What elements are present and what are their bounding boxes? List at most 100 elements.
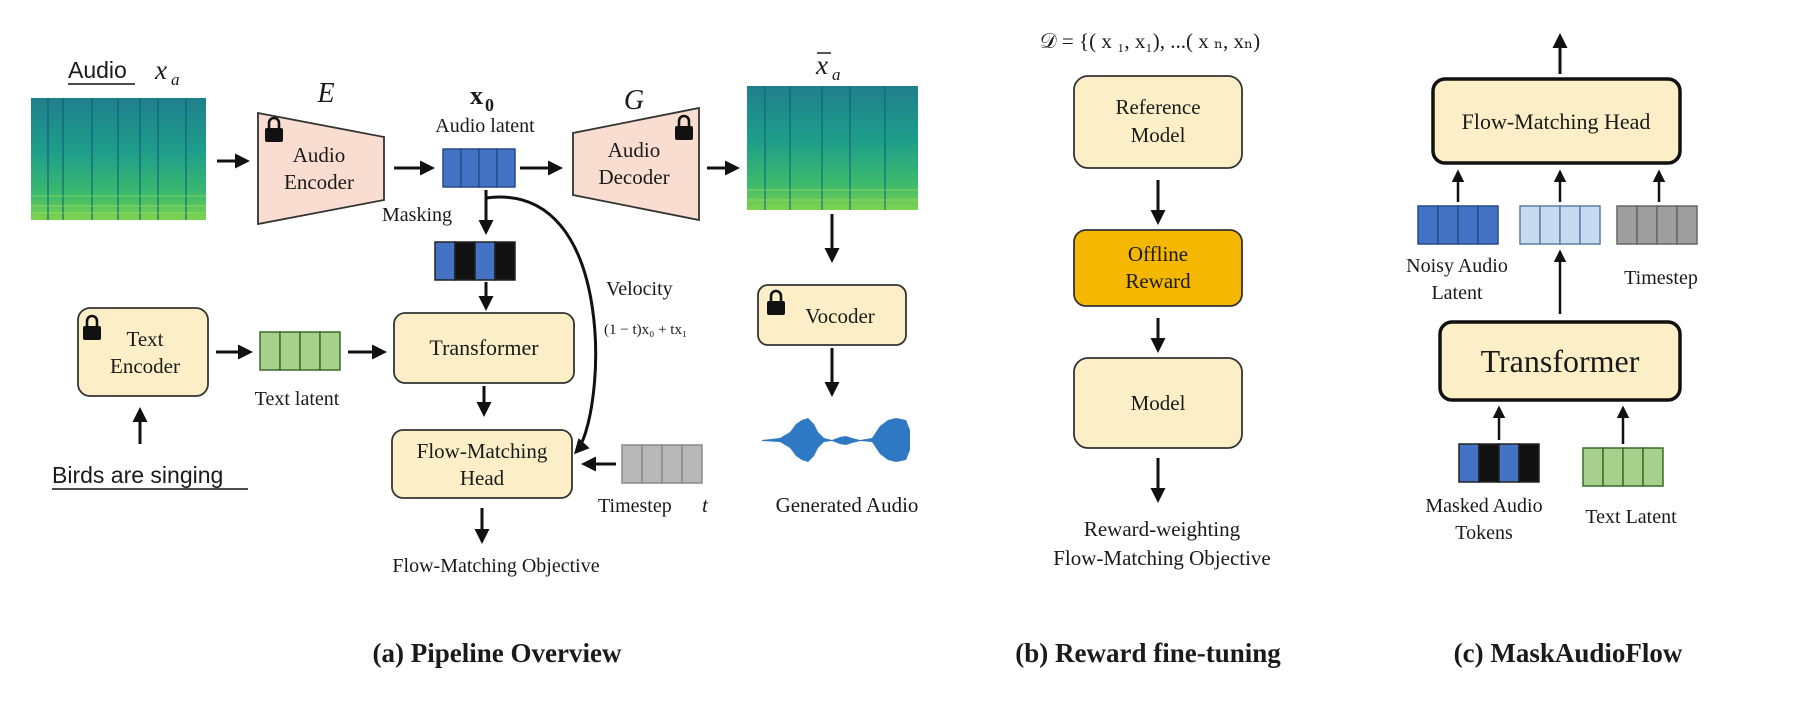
masked-token [474, 241, 496, 281]
timestep-token [681, 444, 703, 484]
text-latent-tokens [259, 331, 341, 371]
waveform-image [762, 418, 910, 462]
text-token [299, 331, 321, 371]
flow-matching-head-box [391, 429, 573, 499]
mask-fm-head-box [1431, 77, 1682, 165]
masked-token [454, 241, 476, 281]
vocoder-label: Vocoder [805, 304, 875, 328]
masking-label: Masking [382, 204, 452, 226]
fm-head-line1: Flow-Matching [417, 439, 548, 463]
transformer-box [393, 312, 575, 384]
audio-symbol: x [154, 55, 167, 85]
text-token [319, 331, 341, 371]
audio-latent-label: Audio latent [435, 115, 535, 137]
mask-input-token [1458, 443, 1480, 483]
maskaudioflow-caption: (c) MaskAudioFlow [1454, 638, 1683, 668]
dataset-formula: 𝒟 = {( x ₁, x₁), ...( x ₙ, xₙ) [1040, 29, 1260, 53]
reward-panel: 𝒟 = {( x ₁, x₁), ...( x ₙ, xₙ) Reference… [1015, 29, 1281, 668]
timestep-token [661, 444, 683, 484]
reference-line1: Reference [1115, 95, 1200, 119]
audio-encoder-line1: Audio [293, 143, 346, 167]
predicted-latent-tokens [1519, 205, 1601, 245]
noisy-token [1457, 205, 1479, 245]
timestep-label: Timestep [598, 495, 672, 517]
pipeline-panel: Audio x a Audio Encoder E x 0 Audio late… [31, 50, 918, 668]
fm-objective-label: Flow-Matching Objective [392, 555, 599, 577]
audio-decoder-line2: Decoder [598, 165, 669, 189]
latent-symbol-sub: 0 [485, 95, 494, 115]
audio-decoder-box [572, 106, 700, 222]
reference-model-box [1073, 75, 1243, 169]
generated-audio-label: Generated Audio [776, 493, 919, 517]
maskaudioflow-panel: Flow-Matching Head Noisy Audio Latent Ti… [1406, 33, 1698, 668]
timestep-token [621, 444, 643, 484]
noisy-line2: Latent [1431, 282, 1483, 304]
latent-token [442, 148, 462, 188]
audio-label: Audio [68, 57, 127, 83]
offline-reward-box [1073, 229, 1243, 307]
light-token [1579, 205, 1601, 245]
light-token [1559, 205, 1581, 245]
light-token [1539, 205, 1561, 245]
mask-timestep-token [1636, 205, 1658, 245]
masked-line1: Masked Audio [1425, 495, 1542, 517]
encoder-symbol: E [316, 78, 334, 109]
mask-input-token [1518, 443, 1540, 483]
model-box [1073, 357, 1243, 449]
mask-input-token [1498, 443, 1520, 483]
mask-input-token [1478, 443, 1500, 483]
text-token [259, 331, 281, 371]
mask-fm-head-label: Flow-Matching Head [1462, 109, 1651, 134]
latent-symbol: x [470, 81, 483, 110]
mask-text-token [1642, 447, 1664, 487]
audio-symbol-sub: a [171, 70, 180, 89]
reward-objective-line2: Flow-Matching Objective [1053, 546, 1271, 570]
mask-transformer-box [1438, 320, 1682, 402]
latent-token [496, 148, 516, 188]
mask-transformer-label: Transformer [1481, 343, 1640, 379]
latent-token [478, 148, 498, 188]
audio-encoder-line2: Encoder [284, 170, 354, 194]
noisy-token [1417, 205, 1439, 245]
mask-timestep-token [1616, 205, 1638, 245]
reward-objective-line1: Reward-weighting [1084, 517, 1241, 541]
timestep-token [641, 444, 663, 484]
noisy-token [1437, 205, 1459, 245]
timestep-symbol: t [702, 493, 709, 517]
latent-token [460, 148, 480, 188]
mask-timestep-token [1656, 205, 1678, 245]
timestep-tokens [621, 444, 703, 484]
model-label: Model [1131, 391, 1186, 415]
text-encoder-box [77, 307, 209, 397]
pipeline-caption: (a) Pipeline Overview [373, 638, 622, 668]
velocity-label: Velocity [606, 278, 673, 300]
text-token [279, 331, 301, 371]
noisy-token [1477, 205, 1499, 245]
reference-line2: Model [1131, 123, 1186, 147]
mask-timestep-token [1676, 205, 1698, 245]
text-latent-label: Text latent [255, 388, 340, 410]
mask-text-latent-label: Text Latent [1585, 506, 1677, 528]
output-symbol-sub: a [832, 65, 841, 84]
output-symbol: x [815, 50, 828, 80]
vocoder-box [757, 284, 907, 346]
mask-timestep-tokens [1616, 205, 1698, 245]
offline-line2: Reward [1125, 269, 1191, 293]
mask-text-token [1602, 447, 1624, 487]
velocity-arrow [485, 195, 598, 455]
input-spectrogram-image [31, 98, 206, 220]
prompt-text: Birds are singing [52, 462, 223, 488]
offline-line1: Offline [1128, 242, 1188, 266]
reward-caption: (b) Reward fine-tuning [1015, 638, 1281, 668]
masked-tokens [434, 241, 516, 281]
mask-text-token [1582, 447, 1604, 487]
noisy-latent-tokens [1417, 205, 1499, 245]
masked-line2: Tokens [1455, 522, 1513, 544]
transformer-label: Transformer [429, 335, 539, 360]
noisy-line1: Noisy Audio [1406, 255, 1508, 277]
output-spectrogram-image [747, 86, 918, 210]
masked-token [494, 241, 516, 281]
decoder-symbol: G [624, 85, 644, 116]
